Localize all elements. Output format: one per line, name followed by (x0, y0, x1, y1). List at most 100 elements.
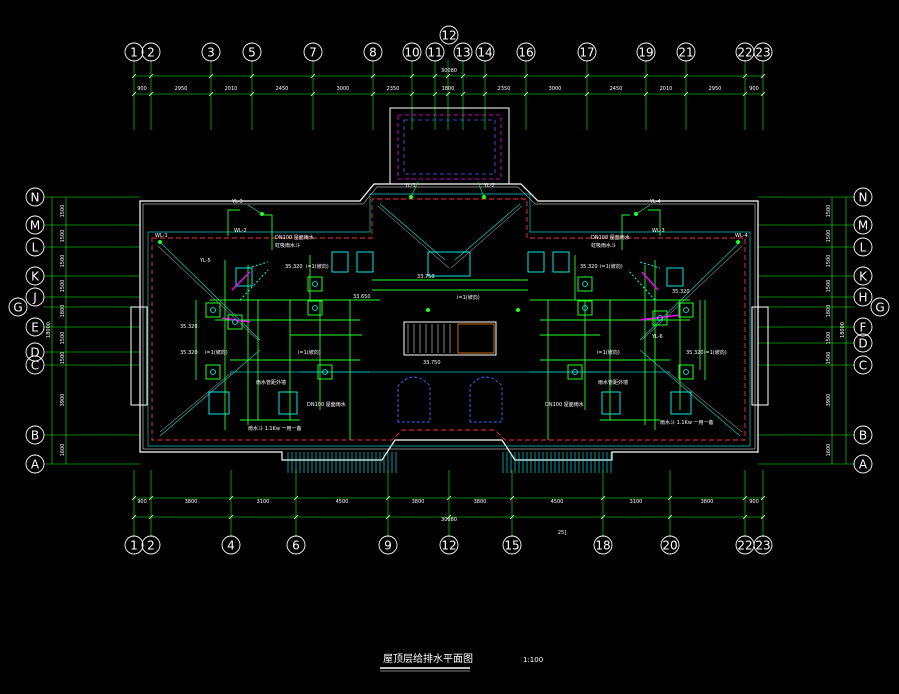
pipe-green-31 (621, 214, 630, 250)
axis-bubble-label: 3 (207, 46, 215, 60)
roof-drain-outlet-5 (582, 281, 588, 287)
axis-bubble-circle (141, 42, 161, 62)
pipe-cyan-3 (639, 261, 661, 269)
axis-bubble-circle (660, 535, 680, 555)
axis-bubble-label: 23 (755, 539, 770, 553)
dim-right-seg: 3900 (826, 394, 832, 407)
axis-bubble-top-14: 14 (475, 42, 495, 62)
skylight-0 (331, 251, 349, 273)
dim-left-seg: 1500 (60, 255, 66, 268)
axis-bubble-right-D: D (853, 333, 873, 353)
yl-label-2: YL-2 (483, 183, 495, 189)
stair-tower-inner (403, 119, 496, 175)
dn-left-sublabel: 虹吸雨水斗 (275, 242, 300, 249)
axis-bubble-right-K: K (853, 266, 873, 286)
dim-tick (523, 91, 529, 97)
dim-left-seg: 1500 (60, 280, 66, 293)
skylight-7 (278, 391, 298, 415)
axis-bubble-label: B (859, 429, 867, 443)
axis-bubble-label: 5 (248, 46, 256, 60)
roof-drain-9 (678, 364, 694, 380)
axis-bubble-label: E (31, 321, 39, 335)
roof-slope-line-2 (639, 241, 741, 341)
dim-tick (742, 91, 748, 97)
wl-label-4: WL-4 (735, 233, 748, 239)
dim-tick (249, 73, 255, 79)
wl-label-2: WL-2 (234, 228, 247, 234)
skylight-8 (601, 391, 621, 415)
dim-tick (148, 91, 154, 97)
dn-low-right-label: DN100 屋面雨水 (545, 401, 584, 408)
drawing-scale: 1:100 (523, 656, 543, 664)
elevation-top-center: 33.750 (417, 274, 435, 280)
yl-label-5: YL-5 (199, 258, 211, 264)
axis-bubble-bottom-6: 6 (286, 535, 306, 555)
dim-top-seg: 900 (749, 86, 759, 92)
elevation-left-2: 35.320 (180, 324, 198, 330)
axis-bubble-right-C: C (853, 355, 873, 375)
roof-hip-line-1 (159, 371, 233, 433)
roof-drain-outlet-9 (683, 369, 689, 375)
dim-tick (482, 91, 488, 97)
axis-bubble-label: 4 (227, 539, 235, 553)
dim-tick (643, 73, 649, 79)
axis-bubble-circle (516, 42, 536, 62)
axis-bubble-left-J: J (25, 287, 45, 307)
roof-drain-outlet-4 (322, 369, 328, 375)
dim-right-seg: 1500 (826, 255, 832, 268)
note-left: 雨水管距外墙 (256, 379, 286, 386)
pipe-magenta-3 (641, 271, 659, 291)
axis-bubble-label: J (32, 291, 37, 305)
axis-bubble-label: F (860, 321, 867, 335)
dn-low-left-label: DN100 屋面雨水 (307, 401, 346, 408)
roof-drain-outlet-7 (572, 369, 578, 375)
rain-pump-note-left: 雨水斗 1.1Kw 一用一备 (248, 425, 302, 432)
dim-right-total: 18000 (840, 322, 846, 338)
roof-drain-outlet-2 (312, 281, 318, 287)
elevation-center: 33.650 (353, 294, 371, 300)
dim-top-seg: 3000 (337, 86, 350, 92)
pipe-magenta-2 (231, 271, 251, 291)
roof-slope-line-6 (454, 203, 521, 261)
axis-bubble-top-5: 5 (242, 42, 262, 62)
dim-tick (249, 91, 255, 97)
pipe-magenta-1 (639, 314, 681, 321)
dim-tick (760, 73, 766, 79)
dim-tick (432, 91, 438, 97)
dim-tick (208, 91, 214, 97)
grid-lines (44, 60, 855, 537)
axis-bubble-circle (853, 187, 873, 207)
axis-bubble-left-C: C (25, 355, 45, 375)
arch-dome-1 (469, 376, 503, 423)
dim-tick (742, 514, 748, 520)
axis-bubble-circle (25, 454, 45, 474)
dim-right-seg: 1500 (826, 230, 832, 243)
dim-top-total: 30080 (441, 68, 457, 74)
dim-right-seg: 1500 (826, 332, 832, 345)
axis-bubble-circle (853, 425, 873, 445)
axis-bubble-top-1: 1 (124, 42, 144, 62)
dim-tick (446, 514, 452, 520)
roof-drain-outlet-1 (210, 369, 216, 375)
dim-tick (445, 73, 451, 79)
vent-pipe-6 (426, 308, 430, 312)
dim-tick (409, 91, 415, 97)
axis-bubble-label: A (31, 458, 40, 472)
axis-bubble-label: G (875, 301, 884, 315)
axis-bubble-right-L: L (853, 237, 873, 257)
axis-bubble-bottom-18: 18 (593, 535, 613, 555)
dim-tick (208, 73, 214, 79)
yl-label-6: YL-6 (651, 334, 663, 340)
axis-bubble-circle (853, 454, 873, 474)
pipe-cyan-0 (239, 269, 269, 301)
dim-right-seg: 1800 (826, 305, 832, 318)
skylight-10 (427, 251, 471, 277)
axis-bubble-circle (502, 535, 522, 555)
skylight-3 (552, 251, 570, 273)
elevation-left-1: 35.320 (285, 264, 303, 270)
roof-hip-line-0 (157, 245, 259, 341)
axis-bubble-label: 10 (404, 46, 419, 60)
dim-top-seg: 1800 (442, 86, 455, 92)
roof-drain-8 (678, 302, 694, 318)
dim-bottom-seg: 3800 (412, 499, 425, 505)
